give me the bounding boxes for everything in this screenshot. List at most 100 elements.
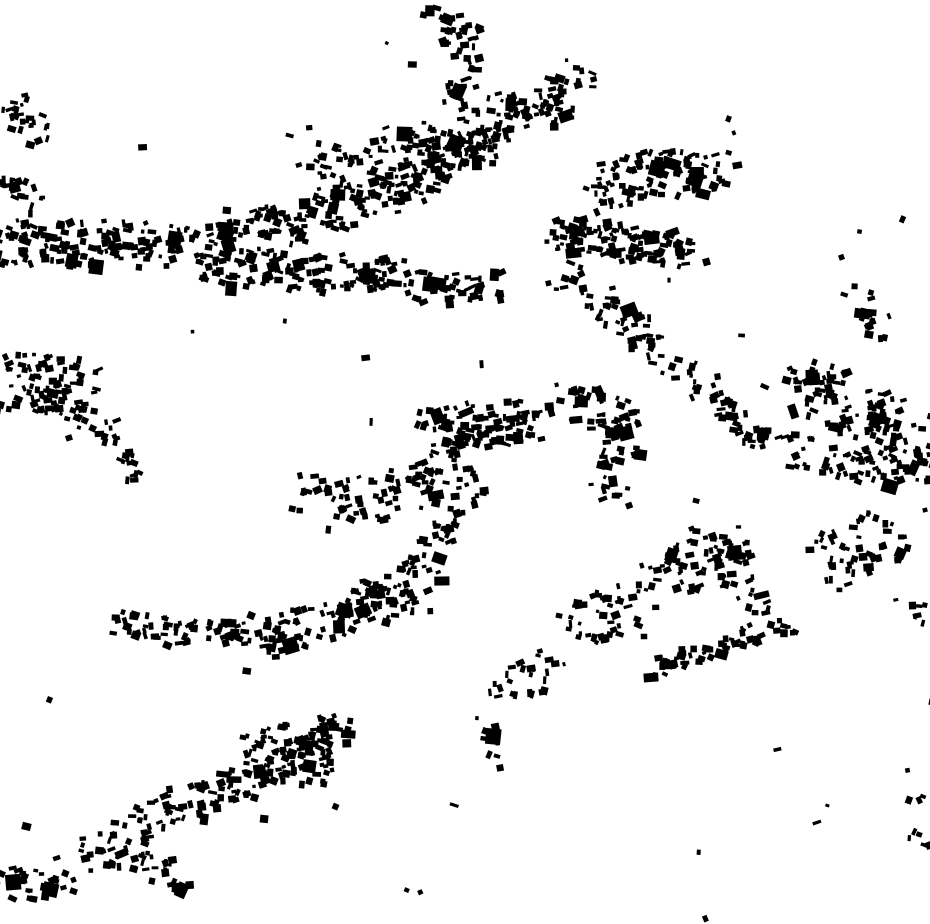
building <box>288 240 294 248</box>
building <box>292 606 303 616</box>
building <box>338 251 346 258</box>
building <box>839 379 846 387</box>
building <box>589 85 597 89</box>
building <box>515 421 524 427</box>
building <box>911 827 918 836</box>
building <box>10 259 17 265</box>
building <box>447 166 454 172</box>
building <box>266 651 272 656</box>
building <box>44 410 48 416</box>
building <box>0 408 2 415</box>
building <box>385 614 391 620</box>
building <box>643 587 649 592</box>
building <box>96 227 103 234</box>
building <box>722 635 729 643</box>
building <box>11 400 21 410</box>
building <box>356 158 364 166</box>
building <box>57 396 66 405</box>
building <box>408 464 418 471</box>
building <box>665 160 673 170</box>
building <box>315 287 321 293</box>
building <box>820 544 828 551</box>
building <box>390 612 400 618</box>
building <box>818 529 826 539</box>
building <box>62 366 68 374</box>
building <box>195 258 202 265</box>
building <box>353 510 360 516</box>
building <box>19 102 24 108</box>
building <box>120 608 126 616</box>
building <box>597 224 602 232</box>
building <box>464 275 472 280</box>
building <box>458 106 466 113</box>
building <box>828 444 839 452</box>
building <box>682 184 691 192</box>
building <box>855 518 861 525</box>
building <box>112 226 120 233</box>
building <box>40 894 50 902</box>
building <box>316 186 322 192</box>
building <box>592 207 601 217</box>
building <box>401 257 408 264</box>
building <box>624 485 631 491</box>
building <box>471 107 480 114</box>
building <box>293 266 299 273</box>
building <box>603 236 609 243</box>
building <box>921 602 928 609</box>
building <box>19 118 26 125</box>
building <box>527 688 533 698</box>
building <box>647 565 653 571</box>
building <box>243 768 253 779</box>
building <box>198 276 206 282</box>
building <box>266 259 281 274</box>
building <box>9 179 14 184</box>
building <box>213 241 219 247</box>
building <box>610 610 622 621</box>
building <box>902 437 909 446</box>
building <box>503 133 510 140</box>
building <box>486 107 496 115</box>
building <box>397 189 405 198</box>
building <box>751 609 759 616</box>
building <box>392 584 398 590</box>
building <box>22 352 28 358</box>
building <box>645 164 650 170</box>
building <box>559 242 565 246</box>
building <box>487 137 493 145</box>
building <box>21 177 30 187</box>
building <box>664 552 674 559</box>
building <box>222 206 232 215</box>
building <box>727 544 743 561</box>
building <box>850 455 856 463</box>
building <box>15 218 20 223</box>
building <box>253 210 262 219</box>
building <box>597 495 608 503</box>
building <box>452 405 459 411</box>
building <box>66 261 74 270</box>
building <box>418 191 424 196</box>
building <box>600 486 607 495</box>
building <box>673 355 684 364</box>
building <box>326 740 334 749</box>
building <box>393 190 399 197</box>
building <box>774 434 784 441</box>
building <box>840 367 853 379</box>
building <box>450 52 460 60</box>
building <box>565 259 576 267</box>
building <box>575 633 582 641</box>
building <box>477 413 485 423</box>
building <box>603 185 610 193</box>
building <box>460 509 466 516</box>
building <box>231 789 237 794</box>
building <box>684 250 693 257</box>
building <box>508 107 514 113</box>
building <box>5 405 12 413</box>
building <box>275 767 282 772</box>
building <box>562 661 566 667</box>
building <box>819 469 827 476</box>
building <box>659 657 670 666</box>
building <box>746 621 753 629</box>
building <box>471 43 476 51</box>
building <box>553 287 560 292</box>
building <box>36 405 44 412</box>
